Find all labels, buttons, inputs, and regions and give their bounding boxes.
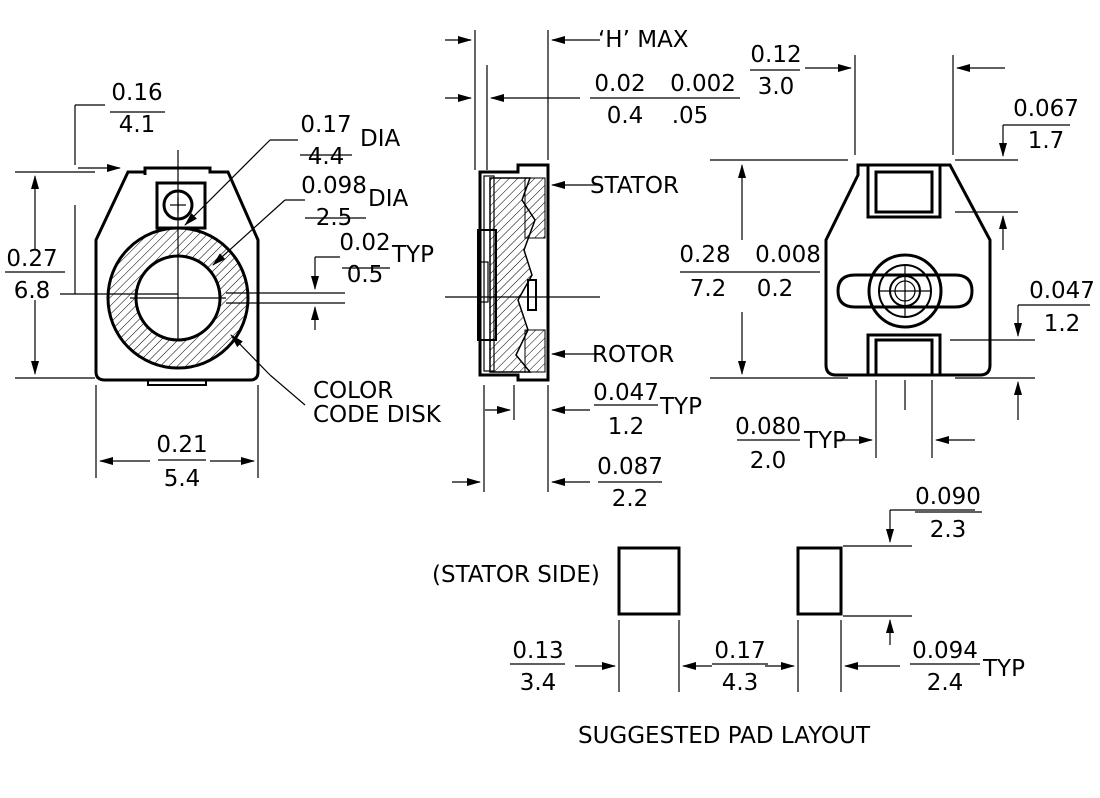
dim-gap2-in: 0.002 [670,71,736,97]
dim-44-mm: 4.4 [308,144,345,170]
dim-027-in: 0.27 [6,246,57,272]
rotor-label: ROTOR [592,342,674,368]
dim-side-087-in: 0.087 [597,454,663,480]
pad-layout-title: SUGGESTED PAD LAYOUT [578,723,871,749]
pad-0094-in: 0.094 [912,638,978,664]
stator-pad [617,546,681,616]
dim-68-mm: 6.8 [14,278,51,304]
dim-right-0047-in: 0.047 [1029,278,1095,304]
dim-02-mm: 0.2 [757,276,794,302]
dim-right-12-mm: 1.2 [1044,311,1081,337]
dim-012-in: 0.12 [750,42,801,68]
dim-30-mm: 3.0 [758,74,795,100]
pad-34-mm: 3.4 [520,670,557,696]
dim-gap-mm: 0.4 [607,103,644,129]
dim-002-in: 0.02 [339,230,390,256]
dim-side-22-mm: 2.2 [612,486,649,512]
pad-0090-in: 0.090 [915,484,981,510]
typ-label-2: TYP [659,394,702,420]
dim-017-in: 0.17 [300,112,351,138]
color-code-label-line1: COLOR [313,378,393,404]
dim-side-12-mm: 1.2 [608,414,645,440]
front-labels: 0.16 4.1 0.17 4.4 DIA 0.098 2.5 DIA 0.02… [6,80,441,492]
pad-23-mm: 2.3 [930,517,967,543]
side-labels: ‘H’ MAX 0.02 0.4 0.002 .05 STATOR ROTOR … [590,27,736,512]
pad-labels: (STATOR SIDE) 0.090 2.3 0.13 3.4 0.17 4.… [432,484,1025,749]
pad-24-mm: 2.4 [927,670,964,696]
dim-028-in: 0.28 [679,242,730,268]
dim-25-mm: 2.5 [316,205,353,231]
rotor-pad [796,546,843,616]
dia-label-1: DIA [360,126,400,152]
rear-labels: 0.12 3.0 0.067 1.7 0.28 7.2 0.008 0.2 0.… [679,42,1095,474]
typ-label-1: TYP [391,242,434,268]
stator-label: STATOR [590,173,679,199]
stator-side-label: (STATOR SIDE) [432,562,600,588]
dim-0080-in: 0.080 [735,414,801,440]
dim-0008-in: 0.008 [755,242,821,268]
dim-016-in: 0.16 [111,80,162,106]
dim-021-in: 0.21 [156,432,207,458]
dim-0098-in: 0.098 [301,173,367,199]
pad-017-in: 0.17 [714,638,765,664]
typ-label-3: TYP [803,428,846,454]
pad-43-mm: 4.3 [722,670,759,696]
dim-54-mm: 5.4 [164,466,201,492]
dim-05-mm: 0.5 [347,262,384,288]
h-max-label: ‘H’ MAX [598,27,689,53]
dim-gap2-mm: .05 [672,103,709,129]
side-view [445,30,740,492]
dim-0067-in: 0.067 [1013,96,1079,122]
color-code-label-line2: CODE DISK [313,402,442,428]
dim-17-mm: 1.7 [1028,128,1065,154]
dim-gap-in: 0.02 [594,71,645,97]
pad-layout [510,509,982,692]
dim-side-047-in: 0.047 [593,380,659,406]
dim-72-mm: 7.2 [690,276,727,302]
dim-20-mm: 2.0 [750,448,787,474]
dim-41-mm: 4.1 [119,112,156,138]
front-dimensions [5,104,390,478]
typ-label-pad: TYP [982,656,1025,682]
rear-view [680,55,1090,458]
dia-label-2: DIA [368,186,408,212]
pad-013-in: 0.13 [512,638,563,664]
